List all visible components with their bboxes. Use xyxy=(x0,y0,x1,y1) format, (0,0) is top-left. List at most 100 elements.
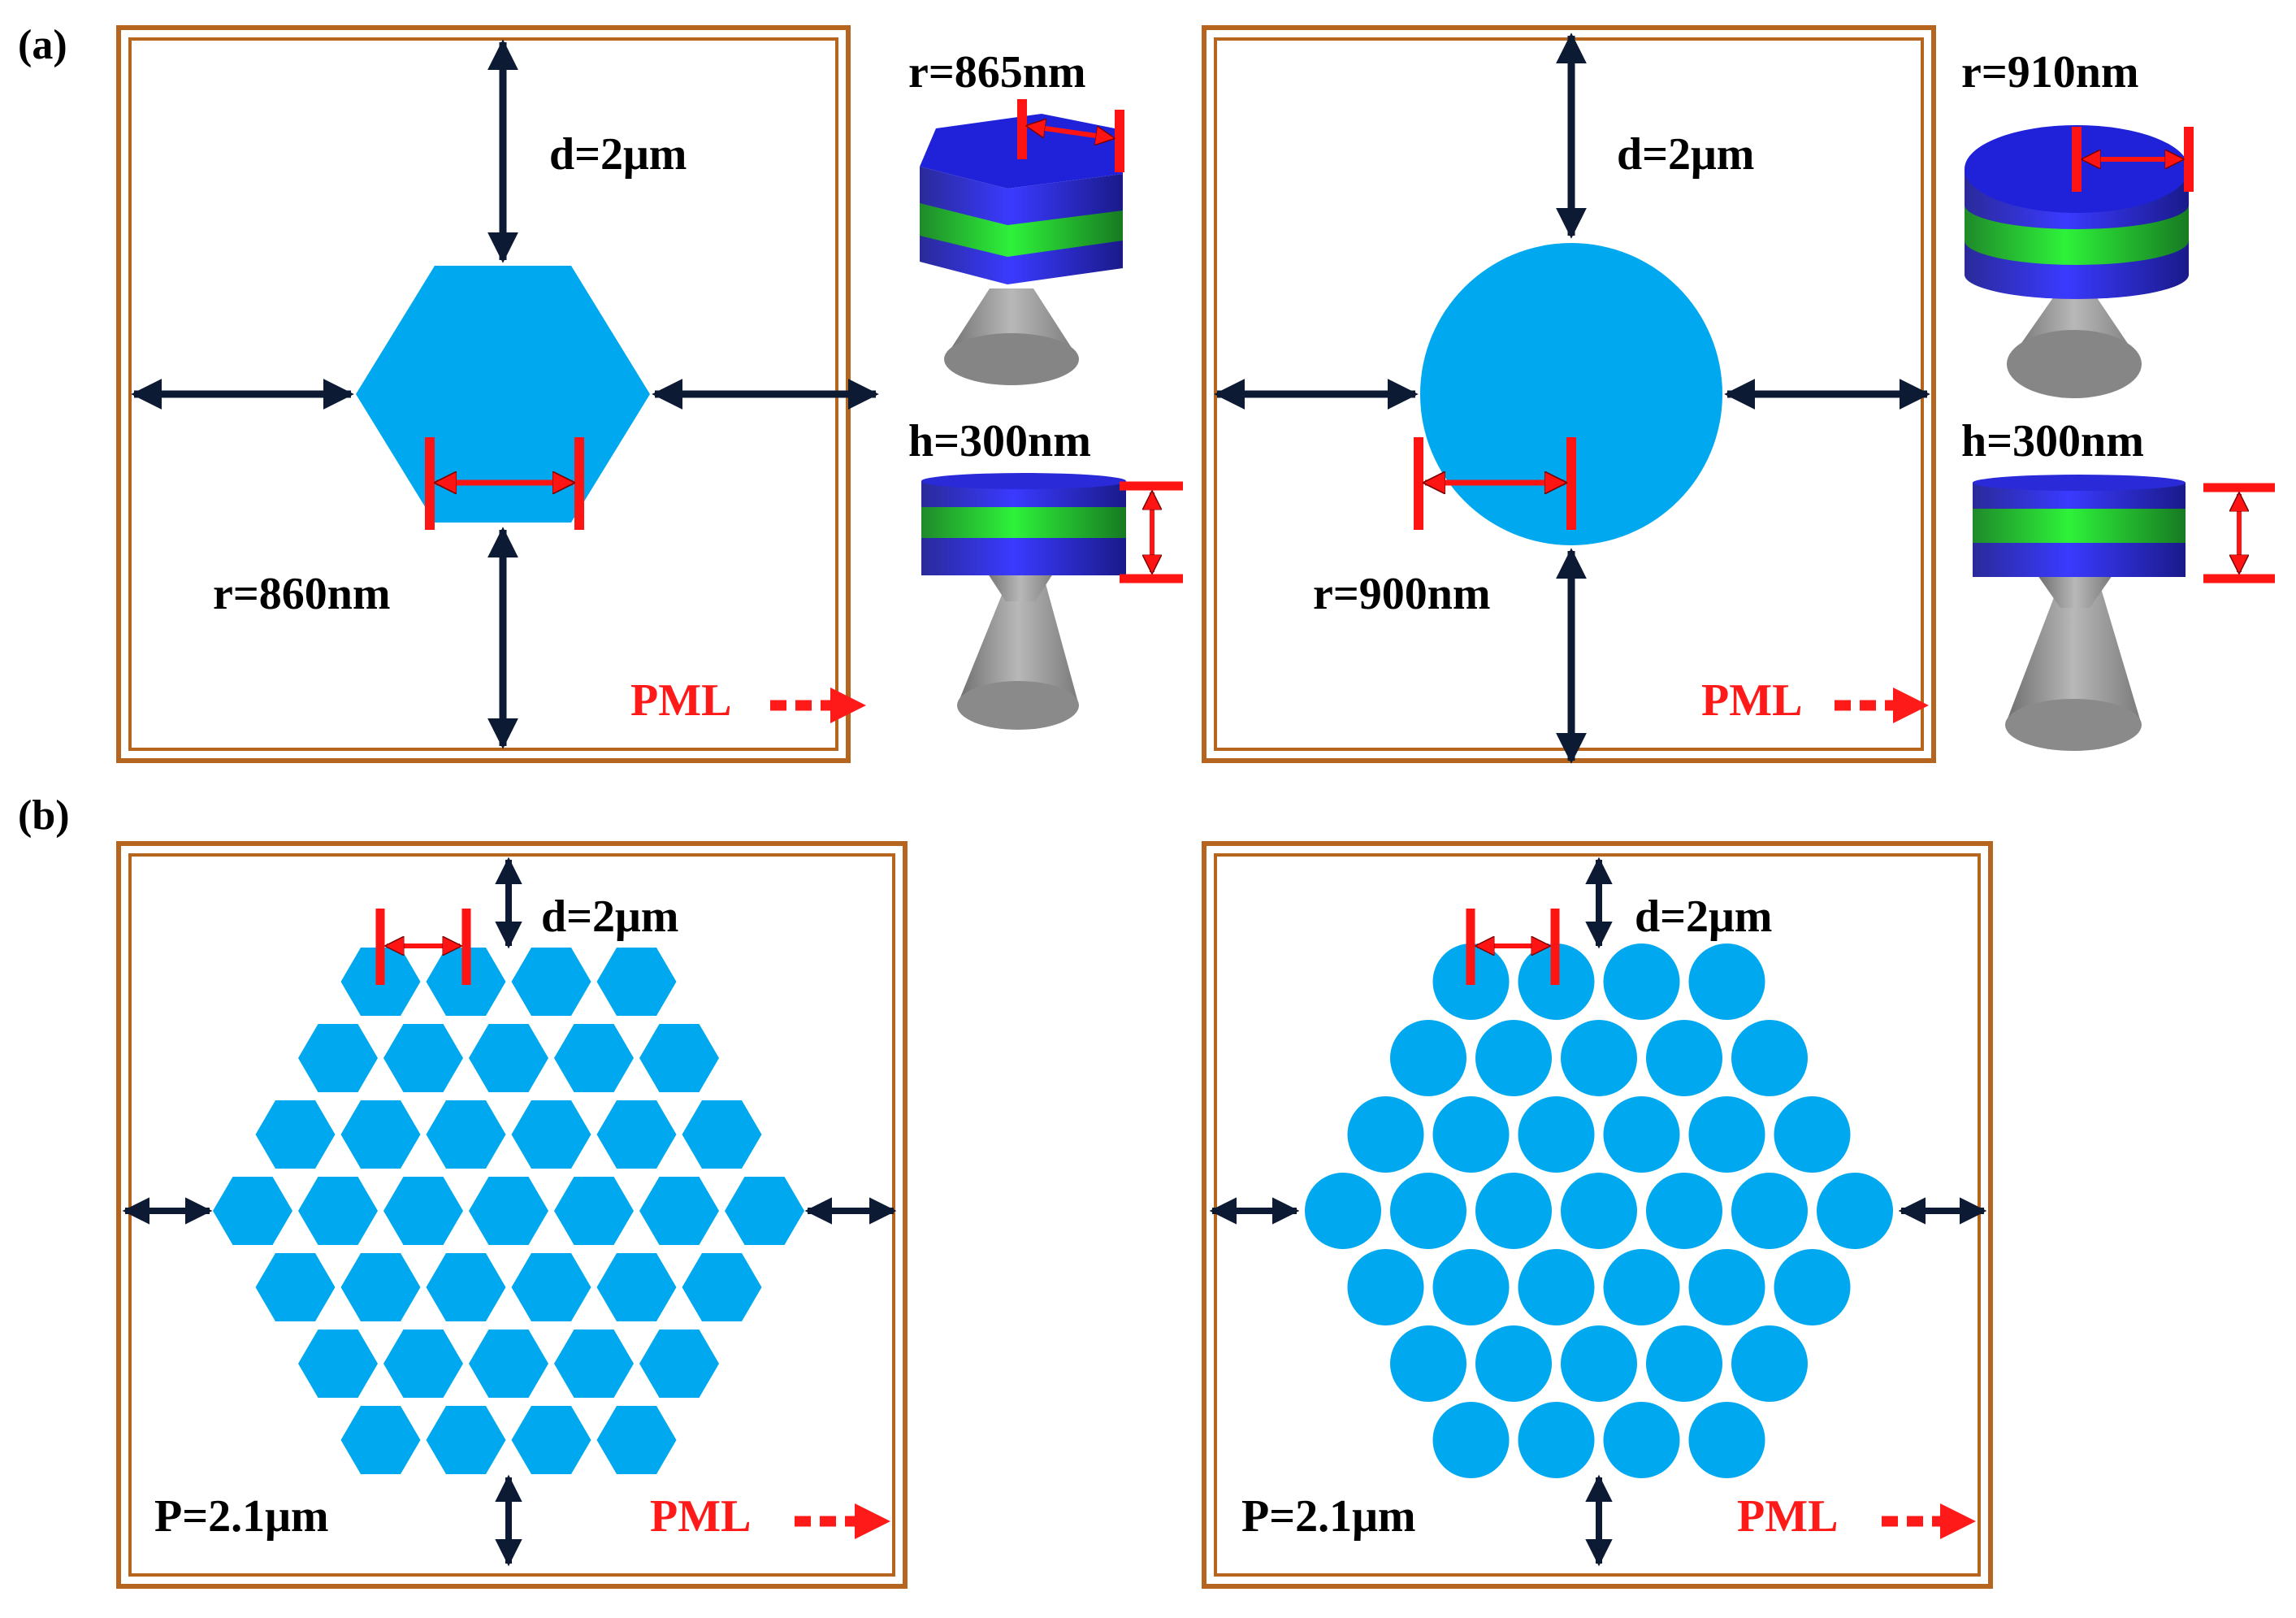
hex-green-layer xyxy=(920,203,1123,257)
d-label: d=2μm xyxy=(549,129,687,180)
hexagon-nanodisk xyxy=(511,1406,591,1474)
hexagon-nanodisk xyxy=(426,1253,506,1321)
hexagon-array xyxy=(213,948,804,1474)
circular-nanodisk xyxy=(1688,1249,1765,1325)
radius-arrow-icon xyxy=(1028,126,1113,138)
pml-arrow-head xyxy=(1940,1503,1976,1539)
circular-nanodisk xyxy=(1347,1096,1424,1173)
cone-neck-icon xyxy=(2038,575,2112,608)
hexagon-nanodisk xyxy=(298,1330,378,1398)
hexagon-nanodisk xyxy=(340,1406,421,1474)
circle-nanodisk-3d-side: h=300nm xyxy=(1961,416,2275,751)
disk-green-layer xyxy=(1973,507,2186,543)
hexagon-nanodisk xyxy=(469,1177,548,1245)
pml-frame-outer xyxy=(1202,841,1993,1589)
pml-label: PML xyxy=(650,1491,751,1542)
d-label: d=2μm xyxy=(1617,129,1754,180)
circular-nanodisk xyxy=(1603,1096,1680,1173)
pml-arrow-head xyxy=(1893,688,1929,723)
disk-green-layer xyxy=(1965,205,2189,265)
circular-nanodisk xyxy=(1390,1173,1466,1249)
hexagon-nanodisk xyxy=(383,1330,463,1398)
hexagon-nanodisk xyxy=(298,1024,378,1092)
panel-b-hex: d=2μm P=2.1μm PML xyxy=(116,841,908,1589)
cone-icon xyxy=(2005,572,2142,725)
circular-nanodisk xyxy=(1432,1402,1510,1478)
panel-a-hex: d=2μm r=860nm PML xyxy=(116,25,879,763)
circle-array xyxy=(1305,943,1893,1478)
disk-bottom-layer xyxy=(1973,541,2186,577)
hex-nanodisk-3d-top: r=865nm xyxy=(908,47,1124,385)
pml-label: PML xyxy=(1737,1491,1838,1542)
hexagon-nanodisk xyxy=(682,1253,762,1321)
hexagon-nanodisk xyxy=(340,1253,421,1321)
hexagon-nanodisk xyxy=(511,1253,591,1321)
circular-nanodisk xyxy=(1774,1096,1851,1173)
circular-nanodisk xyxy=(1603,1249,1680,1325)
hexagon-nanodisk xyxy=(639,1330,719,1398)
circular-nanodisk xyxy=(1561,1173,1637,1249)
cone-base xyxy=(957,681,1079,730)
hexagon-nanodisk xyxy=(255,1100,336,1169)
circle-nanodisk-3d-top: r=910nm xyxy=(1961,47,2194,398)
disk-top-face xyxy=(921,473,1126,489)
circular-nanodisk xyxy=(1731,1173,1808,1249)
circular-nanodisk xyxy=(1774,1249,1851,1325)
hexagon-nanodisk xyxy=(511,1100,591,1169)
disk-bottom-layer xyxy=(921,536,1126,575)
circular-nanodisk xyxy=(1390,1020,1466,1096)
hexagon-nanodisk xyxy=(255,1253,336,1321)
circular-nanodisk xyxy=(1688,1402,1765,1478)
hexagon-nanodisk xyxy=(725,1177,804,1245)
pml-arrow-head xyxy=(855,1503,890,1539)
circular-nanodisk xyxy=(1731,1020,1808,1096)
hexagon-nanodisk xyxy=(426,1406,506,1474)
hexagon-nanodisk xyxy=(469,1024,548,1092)
hexagon-nanodisk xyxy=(213,1177,292,1245)
hexagon-nanodisk xyxy=(554,1330,634,1398)
hexagon-nanodisk xyxy=(639,1024,719,1092)
circular-nanodisk xyxy=(1518,1249,1595,1325)
radius-label: r=860nm xyxy=(213,569,391,619)
circular-nanodisk xyxy=(1347,1249,1424,1325)
circular-nanodisk xyxy=(1603,943,1680,1020)
d-label: d=2μm xyxy=(1635,891,1772,942)
circular-nanodisk xyxy=(1518,1402,1595,1478)
cone-base xyxy=(2007,330,2142,398)
circular-nanodisk xyxy=(1420,243,1722,545)
height-label: h=300nm xyxy=(908,416,1091,466)
panel-b-circle: d=2μm P=2.1μm PML xyxy=(1202,841,1993,1589)
hexagon-nanodisk xyxy=(383,1024,463,1092)
pml-label: PML xyxy=(630,675,731,726)
circular-nanodisk xyxy=(1731,1325,1808,1402)
circular-nanodisk xyxy=(1688,943,1765,1020)
circular-nanodisk xyxy=(1646,1173,1722,1249)
circular-nanodisk xyxy=(1390,1325,1466,1402)
hexagon-nanodisk xyxy=(596,948,677,1016)
cone-base xyxy=(2005,699,2142,751)
circular-nanodisk xyxy=(1432,1096,1510,1173)
disk-green-layer xyxy=(921,505,1126,538)
panel-label-b: (b) xyxy=(18,792,70,839)
cone-icon xyxy=(957,569,1079,705)
hexagon-nanodisk xyxy=(596,1253,677,1321)
circular-nanodisk xyxy=(1561,1020,1637,1096)
circular-nanodisk xyxy=(1475,1173,1552,1249)
cone-neck-icon xyxy=(985,569,1056,601)
hexagon-nanodisk xyxy=(596,1406,677,1474)
circular-nanodisk xyxy=(1561,1325,1637,1402)
cone-base xyxy=(944,333,1079,385)
hexagon-nanodisk xyxy=(554,1024,634,1092)
pml-label: PML xyxy=(1701,675,1802,726)
hexagon-nanodisk xyxy=(596,1100,677,1169)
hexagon-nanodisk xyxy=(639,1177,719,1245)
hexagon-nanodisk xyxy=(298,1177,378,1245)
hexagon-nanodisk xyxy=(554,1177,634,1245)
hexagon-nanodisk xyxy=(682,1100,762,1169)
circular-nanodisk xyxy=(1646,1020,1722,1096)
circular-nanodisk xyxy=(1646,1325,1722,1402)
panel-a-circle: d=2μm r=900nm PML xyxy=(1202,25,1936,764)
circular-nanodisk xyxy=(1305,1173,1381,1249)
